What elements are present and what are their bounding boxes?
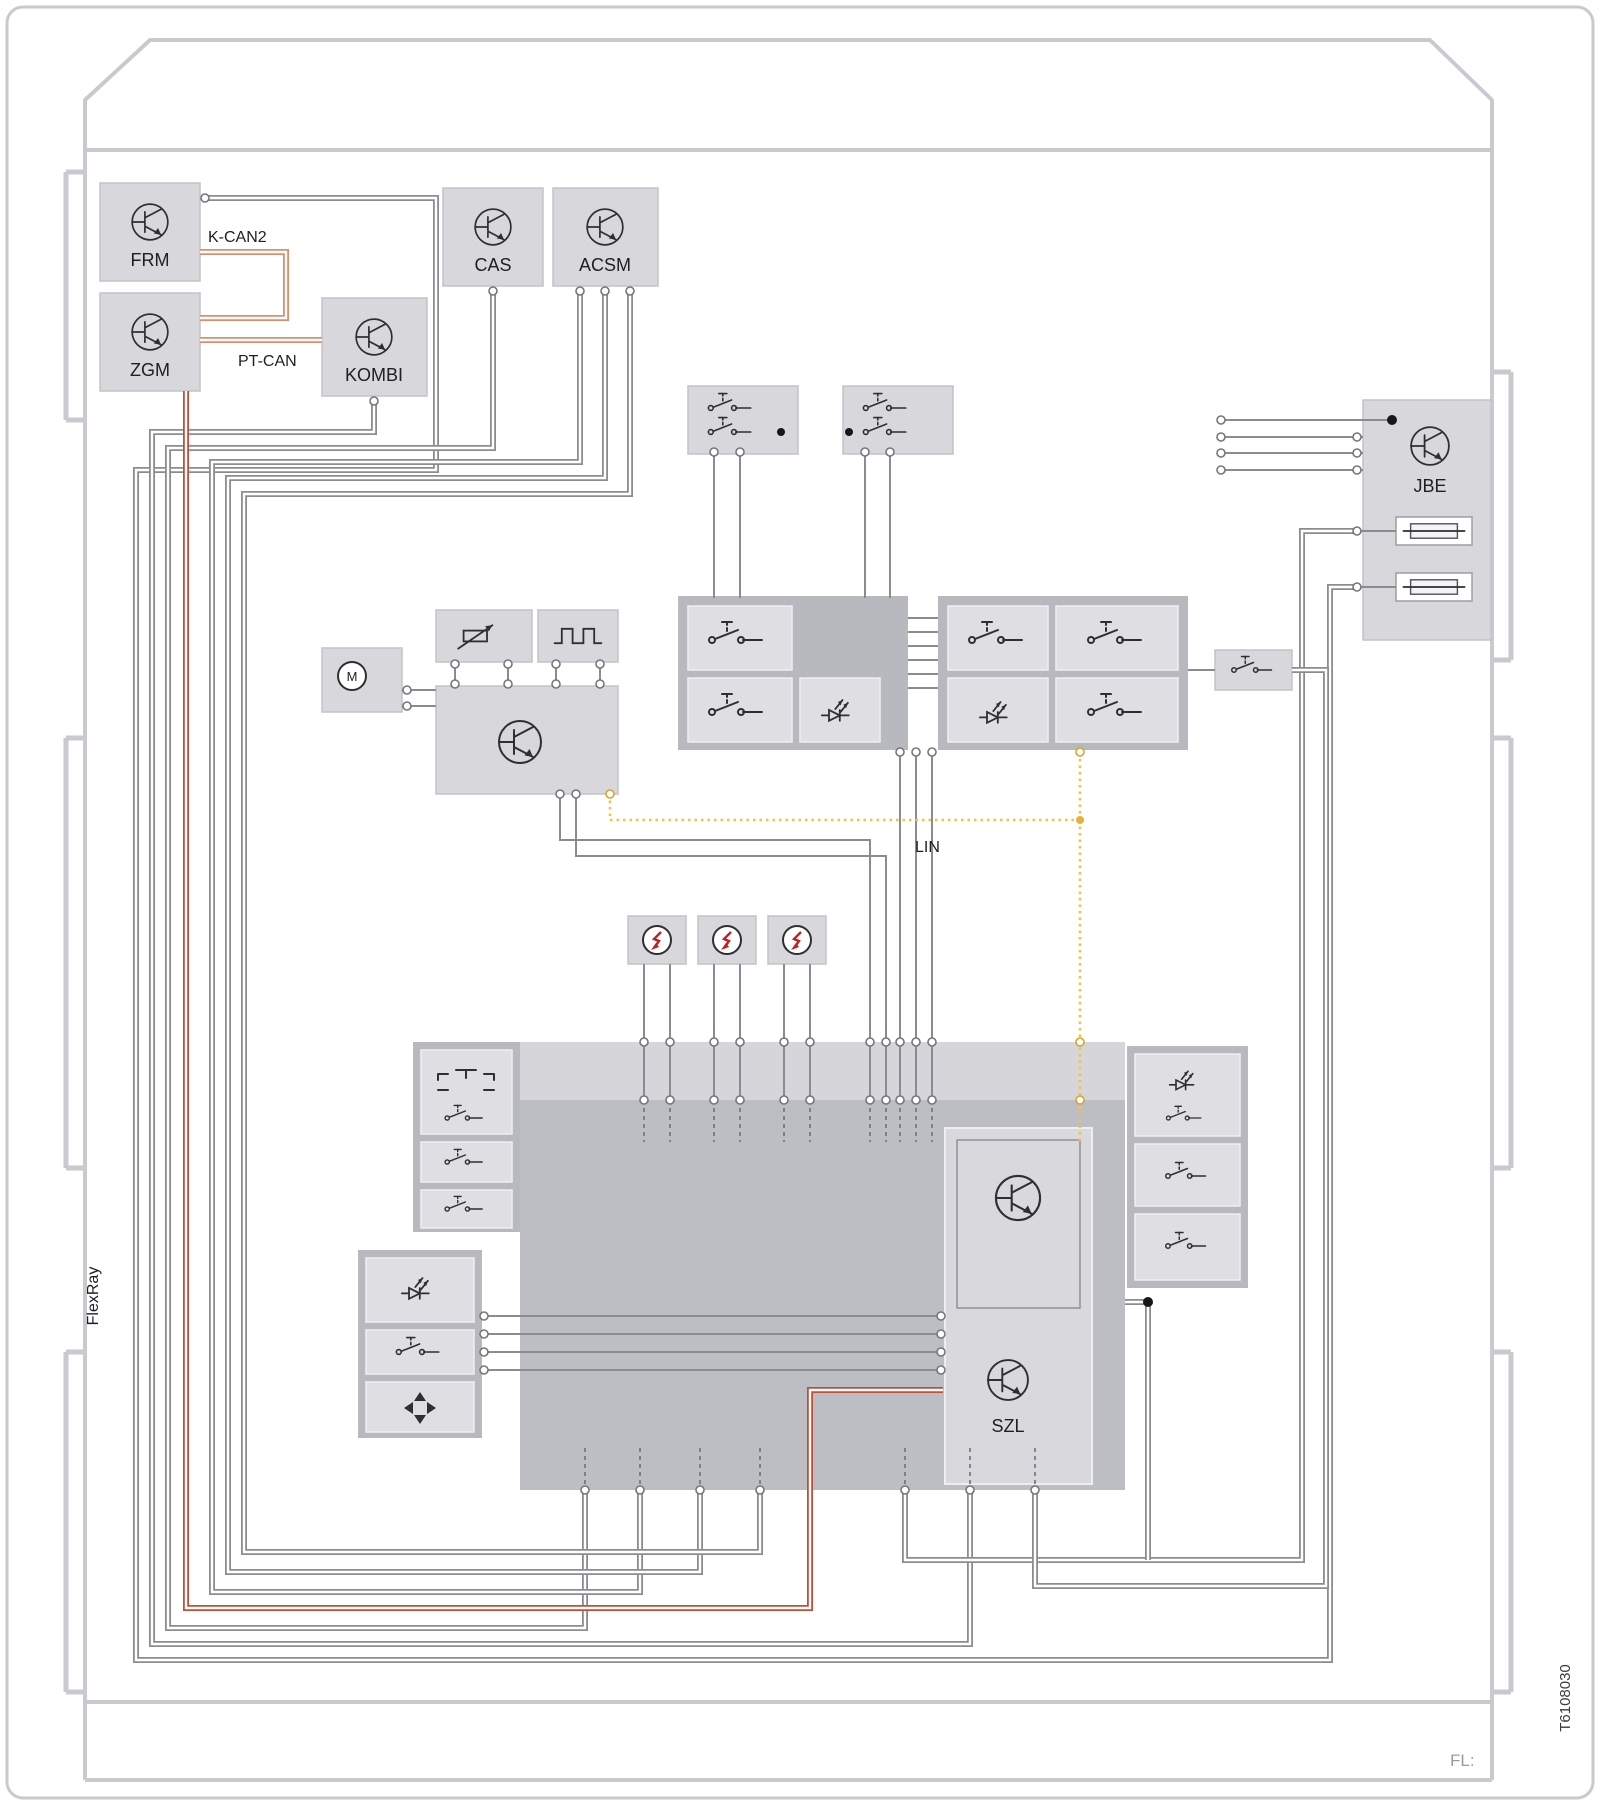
motor-letter: M — [347, 669, 358, 684]
squib-icon — [641, 924, 673, 956]
left-door-seams — [63, 169, 84, 1695]
label-zgm: ZGM — [130, 360, 170, 380]
squib-icon — [711, 924, 743, 956]
page-frame — [5, 5, 1595, 1800]
wires-main — [133, 195, 1357, 1663]
module-boxes — [99, 182, 1492, 965]
szl-module-frame — [956, 1139, 1081, 1309]
switch-cluster-left — [678, 596, 908, 750]
wire-szl-edge-branch — [1125, 1299, 1151, 1560]
right-door-seams — [1493, 369, 1514, 1695]
module-frm — [99, 182, 201, 282]
squib-icon — [781, 924, 813, 956]
wire-switch-b-cluster — [864, 454, 891, 598]
wire-squib-1 — [643, 964, 671, 1100]
label-flexray: FlexRay — [85, 1267, 102, 1326]
labels: FRM ZGM KOMBI CAS ACSM JBE SZL K-CAN2 PT… — [85, 229, 1574, 1770]
switch-unit-a — [687, 385, 799, 455]
wire-wiper-module-szl — [559, 794, 887, 1100]
wire-jbe-stubs — [1219, 419, 1392, 471]
label-lin: LIN — [915, 839, 940, 856]
szl-assembly — [358, 1042, 1248, 1490]
wiper-module — [435, 685, 619, 795]
wire-squib-2 — [713, 964, 741, 1100]
fuse-icon — [1402, 522, 1466, 540]
icons: M — [131, 203, 1466, 1424]
label-fl: FL: — [1450, 1751, 1475, 1770]
label-kombi: KOMBI — [345, 365, 403, 385]
wire-cluster-links — [908, 617, 938, 689]
label-doc-number: T6108030 — [1557, 1664, 1574, 1732]
right-switch-panel — [1127, 1046, 1248, 1288]
label-jbe: JBE — [1413, 476, 1446, 496]
label-k-can2: K-CAN2 — [208, 229, 267, 246]
label-szl: SZL — [991, 1416, 1024, 1436]
pwm-unit-box — [537, 609, 619, 663]
szl-module — [944, 1127, 1093, 1485]
label-pt-can: PT-CAN — [238, 353, 297, 370]
label-cas: CAS — [474, 255, 511, 275]
fuse-icon — [1402, 578, 1466, 596]
wire-lower-panel-szl — [482, 1315, 943, 1371]
label-acsm: ACSM — [579, 255, 631, 275]
wiper-motor-box — [321, 647, 403, 713]
module-kombi — [321, 297, 428, 397]
wire-sensor-stubs — [454, 662, 601, 686]
switch-cluster-right — [938, 596, 1188, 750]
wire-switch-a-cluster — [713, 454, 741, 598]
rain-light-sensor-box — [435, 609, 533, 663]
wires-single — [402, 419, 1396, 1371]
junction-dots — [777, 415, 1397, 1307]
squib-box-2 — [697, 915, 757, 965]
szl-connector-strip — [520, 1042, 1125, 1100]
bus-lin — [608, 752, 1082, 1142]
wire-squib-3 — [783, 964, 811, 1100]
connector-pins — [200, 193, 1362, 1495]
car-outline — [63, 38, 1514, 1782]
label-frm: FRM — [131, 250, 170, 270]
wire-fuse-links — [1357, 530, 1396, 588]
module-cas — [442, 187, 544, 287]
switch-unit-b — [842, 385, 954, 455]
motor-icon: M — [337, 661, 367, 691]
bus-k-can2 — [200, 249, 289, 321]
module-acsm — [552, 187, 659, 287]
